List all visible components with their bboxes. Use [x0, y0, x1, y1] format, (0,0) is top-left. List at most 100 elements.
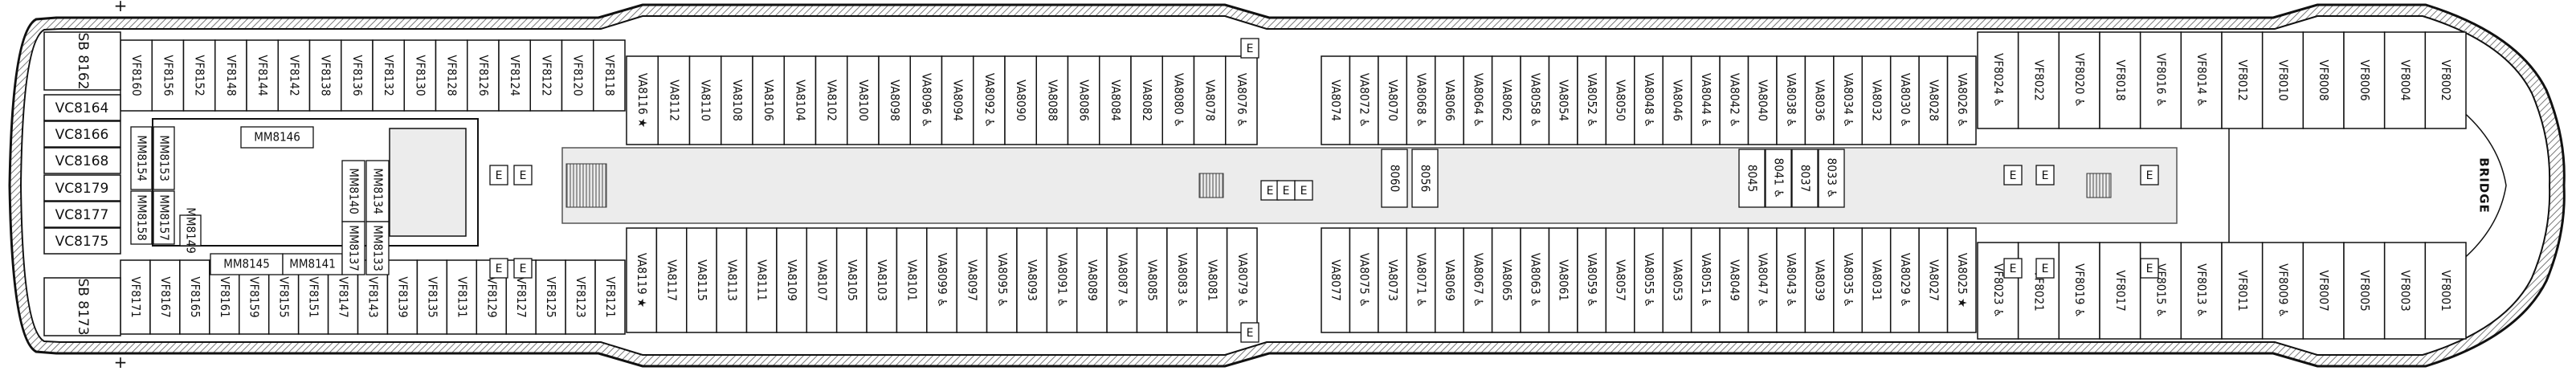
- cabin-va8100[interactable]: VA8100: [847, 55, 880, 145]
- cabin-va8085[interactable]: VA8085: [1136, 227, 1168, 333]
- room-mm8145[interactable]: MM8145: [210, 253, 284, 275]
- cabin-va8049[interactable]: VA8049: [1719, 227, 1749, 333]
- cabin-va8028[interactable]: VA8028: [1918, 55, 1949, 145]
- cabin-vf8130[interactable]: VF8130: [403, 39, 437, 112]
- cabin-vf8023[interactable]: VF8023 ♿: [1977, 242, 2019, 340]
- cabin-vf8125[interactable]: VF8125: [535, 259, 566, 335]
- cabin-vf8132[interactable]: VF8132: [372, 39, 405, 112]
- cabin-vf8124[interactable]: VF8124: [498, 39, 531, 112]
- cabin-va8105[interactable]: VA8105: [835, 227, 868, 333]
- cabin-vf8131[interactable]: VF8131: [446, 259, 478, 335]
- cabin-va8099[interactable]: VA8099 ♿: [926, 227, 957, 333]
- cabin-va8038[interactable]: VA8038 ♿: [1776, 55, 1806, 145]
- cabin-vf8139[interactable]: VF8139: [386, 259, 418, 335]
- cabin-vf8160[interactable]: VF8160: [120, 39, 153, 112]
- cabin-vf8004[interactable]: VF8004: [2383, 31, 2427, 129]
- cabin-va8043[interactable]: VA8043 ♿: [1776, 227, 1806, 333]
- cabin-vf8021[interactable]: VF8021: [2017, 242, 2060, 340]
- cabin-va8096[interactable]: VA8096 ♿: [909, 55, 943, 145]
- cabin-va8025[interactable]: VA8025 ★: [1946, 227, 1977, 333]
- cabin-vf8020[interactable]: VF8020 ♿: [2058, 31, 2100, 129]
- cabin-va8061[interactable]: VA8061: [1548, 227, 1578, 333]
- cabin-8033[interactable]: 8033 ♿: [1818, 149, 1845, 208]
- cabin-vf8019[interactable]: VF8019 ♿: [2058, 242, 2100, 340]
- cabin-va8034[interactable]: VA8034 ♿: [1833, 55, 1864, 145]
- cabin-va8080[interactable]: VA8080 ♿: [1161, 55, 1195, 145]
- cabin-va8031[interactable]: VA8031: [1861, 227, 1892, 333]
- room-mm8149[interactable]: MM8149: [179, 207, 202, 254]
- cabin-va8090[interactable]: VA8090: [1004, 55, 1037, 145]
- cabin-va8042[interactable]: VA8042 ♿: [1719, 55, 1749, 145]
- cabin-vc8175[interactable]: VC8175: [43, 227, 121, 255]
- cabin-vf8009[interactable]: VF8009 ♿: [2261, 242, 2305, 340]
- cabin-vc8166[interactable]: VC8166: [43, 120, 121, 148]
- cabin-vf8135[interactable]: VF8135: [416, 259, 448, 335]
- cabin-va8026[interactable]: VA8026 ♿: [1946, 55, 1977, 145]
- cabin-va8039[interactable]: VA8039: [1804, 227, 1835, 333]
- room-mm8140[interactable]: MM8140: [341, 160, 365, 222]
- cabin-vf8171[interactable]: VF8171: [120, 259, 151, 335]
- cabin-va8086[interactable]: VA8086: [1067, 55, 1100, 145]
- cabin-vf8120[interactable]: VF8120: [561, 39, 594, 112]
- cabin-vf8010[interactable]: VF8010: [2261, 31, 2305, 129]
- cabin-vf8003[interactable]: VF8003: [2383, 242, 2427, 340]
- cabin-va8117[interactable]: VA8117: [655, 227, 688, 333]
- room-mm8133[interactable]: MM8133: [365, 221, 390, 275]
- cabin-va8087[interactable]: VA8087 ♿: [1106, 227, 1138, 333]
- cabin-va8108[interactable]: VA8108: [721, 55, 753, 145]
- cabin-vf8142[interactable]: VF8142: [277, 39, 311, 112]
- cabin-va8052[interactable]: VA8052 ♿: [1577, 55, 1607, 145]
- room-mm8158[interactable]: MM8158: [130, 190, 153, 245]
- cabin-va8036[interactable]: VA8036: [1804, 55, 1835, 145]
- cabin-va8057[interactable]: VA8057: [1605, 227, 1635, 333]
- cabin-va8119[interactable]: VA8119 ★: [626, 227, 658, 333]
- cabin-vf8138[interactable]: VF8138: [308, 39, 342, 112]
- cabin-va8106[interactable]: VA8106: [752, 55, 785, 145]
- cabin-sb8173[interactable]: SB 8173: [43, 277, 121, 336]
- cabin-vf8017[interactable]: VF8017: [2099, 242, 2141, 340]
- cabin-vf8126[interactable]: VF8126: [467, 39, 500, 112]
- cabin-va8070[interactable]: VA8070: [1378, 55, 1408, 145]
- cabin-vc8168[interactable]: VC8168: [43, 147, 121, 174]
- cabin-vf8167[interactable]: VF8167: [149, 259, 181, 335]
- cabin-vf8152[interactable]: VF8152: [182, 39, 216, 112]
- cabin-8041[interactable]: 8041 ♿: [1765, 149, 1792, 208]
- cabin-vf8121[interactable]: VF8121: [594, 259, 626, 335]
- cabin-8060[interactable]: 8060: [1381, 149, 1408, 208]
- cabin-va8113[interactable]: VA8113: [716, 227, 748, 333]
- cabin-va8044[interactable]: VA8044 ♿: [1690, 55, 1721, 145]
- cabin-va8065[interactable]: VA8065: [1491, 227, 1521, 333]
- cabin-vf8128[interactable]: VF8128: [435, 39, 468, 112]
- cabin-va8035[interactable]: VA8035 ♿: [1833, 227, 1864, 333]
- cabin-va8083[interactable]: VA8083 ♿: [1166, 227, 1198, 333]
- cabin-vf8005[interactable]: VF8005: [2343, 242, 2386, 340]
- cabin-va8088[interactable]: VA8088: [1035, 55, 1069, 145]
- cabin-vf8007[interactable]: VF8007: [2302, 242, 2345, 340]
- cabin-va8089[interactable]: VA8089: [1076, 227, 1108, 333]
- cabin-vf8015[interactable]: VF8015 ♿: [2139, 242, 2182, 340]
- cabin-va8094[interactable]: VA8094: [941, 55, 974, 145]
- cabin-va8029[interactable]: VA8029 ♿: [1889, 227, 1920, 333]
- cabin-vf8123[interactable]: VF8123: [565, 259, 596, 335]
- cabin-va8066[interactable]: VA8066: [1434, 55, 1464, 145]
- cabin-va8046[interactable]: VA8046: [1662, 55, 1692, 145]
- cabin-va8068[interactable]: VA8068 ♿: [1406, 55, 1436, 145]
- cabin-va8115[interactable]: VA8115: [686, 227, 717, 333]
- cabin-va8103[interactable]: VA8103: [866, 227, 898, 333]
- cabin-va8076[interactable]: VA8076 ♿: [1225, 55, 1258, 145]
- cabin-vf8156[interactable]: VF8156: [151, 39, 185, 112]
- cabin-vf8013[interactable]: VF8013 ♿: [2180, 242, 2223, 340]
- cabin-va8092[interactable]: VA8092 ♿: [973, 55, 1006, 145]
- cabin-va8053[interactable]: VA8053: [1662, 227, 1692, 333]
- cabin-va8078[interactable]: VA8078: [1193, 55, 1227, 145]
- cabin-va8074[interactable]: VA8074: [1321, 55, 1351, 145]
- cabin-vc8177[interactable]: VC8177: [43, 201, 121, 228]
- cabin-vf8122[interactable]: VF8122: [529, 39, 563, 112]
- cabin-vf8144[interactable]: VF8144: [246, 39, 279, 112]
- cabin-va8082[interactable]: VA8082: [1130, 55, 1163, 145]
- cabin-vf8001[interactable]: VF8001: [2424, 242, 2467, 340]
- cabin-va8101[interactable]: VA8101: [896, 227, 928, 333]
- room-mm8153[interactable]: MM8153: [153, 126, 175, 190]
- cabin-vf8136[interactable]: VF8136: [341, 39, 374, 112]
- cabin-va8030[interactable]: VA8030 ♿: [1889, 55, 1920, 145]
